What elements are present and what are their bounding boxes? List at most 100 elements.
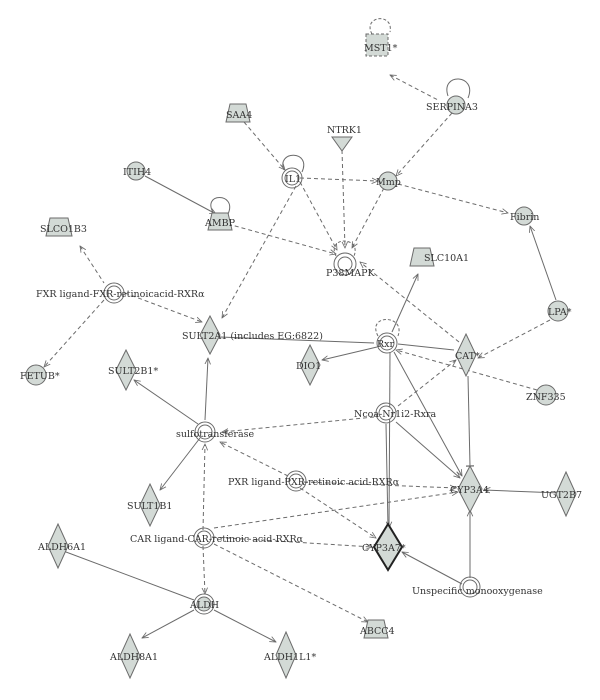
ncoa-outer [375, 402, 397, 424]
ugt2b7-label: UGT2B7 [541, 490, 582, 501]
edge-pxr-sulfotransferase [220, 442, 289, 477]
fxr-outer [103, 282, 125, 304]
edge-ncoa-sulfotransferase [222, 416, 375, 432]
node-fetub[interactable]: FETUB* [20, 364, 60, 386]
node-fxr[interactable]: FXR ligand-FXR-retinoicacid-RXRα [36, 282, 205, 304]
node-monooxygenase[interactable]: Unspecific monooxygenase [412, 576, 543, 598]
node-itih4[interactable]: ITIH4 [123, 161, 151, 181]
edge-sult2a1-rxr [219, 336, 375, 344]
sulfotransferase-outer [194, 421, 216, 443]
edge-cat-ncoa [397, 360, 456, 407]
node-aldh6a1[interactable]: ALDH6A1 [37, 522, 86, 570]
ambp-label: AMBP [204, 218, 236, 229]
node-saa4[interactable]: SAA4 [225, 103, 252, 123]
slco1b3-shape [45, 217, 73, 237]
mmp-label: Mmp [376, 177, 401, 188]
edge-ncoa-cyp3a7 [385, 423, 389, 529]
node-cyp3a7[interactable]: CYP3A7* [362, 522, 406, 572]
cyp3a7-shape [372, 522, 404, 572]
dio1-shape [299, 343, 321, 387]
monooxygenase-label: Unspecific monooxygenase [412, 586, 543, 597]
edge-car-abcc4 [213, 543, 368, 622]
node-p38mapk[interactable]: P38MAPK [326, 240, 375, 279]
edge-pxr-cyp3a4 [303, 481, 456, 488]
node-cat[interactable]: CAT* [455, 332, 480, 378]
node-ambp[interactable]: AMBP [204, 197, 236, 231]
rxr-label: Rxr [377, 339, 395, 350]
cyp3a7-label: CYP3A7* [362, 543, 406, 554]
pxr-label: PXR ligand-PXR-retinoic acid-RXRα [228, 477, 400, 488]
node-sulfotransferase[interactable]: sulfotransferase [176, 421, 255, 443]
edge-aldh-aldh8a1 [142, 609, 195, 638]
fetub-shape [25, 364, 47, 386]
node-mst1[interactable]: MST1* [364, 18, 398, 57]
edge-sulfotransferase-sult2a1 [204, 358, 208, 421]
edge-aldh-aldh1l1 [213, 609, 276, 642]
node-rxr[interactable]: Rxr [375, 319, 400, 354]
cat-label: CAT* [455, 351, 480, 362]
node-lpa[interactable]: LPA* [547, 300, 572, 322]
node-slco1b3[interactable]: SLCO1B3 [40, 217, 87, 237]
node-il1[interactable]: IL1 [281, 154, 305, 189]
sult2b1-label: SULT2B1* [108, 366, 158, 377]
abcc4-label: ABCC4 [359, 626, 395, 637]
node-pxr[interactable]: PXR ligand-PXR-retinoic acid-RXRα [228, 470, 400, 492]
fibrin-label: Fibrin [510, 212, 539, 223]
saa4-shape [225, 103, 251, 123]
node-abcc4[interactable]: ABCC4 [359, 619, 395, 639]
slco1b3-label: SLCO1B3 [40, 224, 87, 235]
dio1-label: DIO1 [296, 361, 321, 372]
node-ncoa[interactable]: Ncoa-Nr1i2-Rxra [354, 402, 436, 424]
node-car[interactable]: CAR ligand-CAR-retinoic acid-RXRα [130, 527, 304, 549]
ntrk1-shape [331, 136, 353, 152]
edge-rxr-dio1 [322, 346, 378, 360]
node-dio1[interactable]: DIO1 [296, 343, 321, 387]
rxr-inner [379, 335, 395, 351]
il1-inner [284, 170, 300, 186]
node-sult2b1[interactable]: SULT2B1* [108, 348, 158, 392]
aldh6a1-shape [47, 522, 69, 570]
edge-il1-mmp [299, 177, 378, 181]
fxr-label: FXR ligand-FXR-retinoicacid-RXRα [36, 289, 205, 300]
node-serpina3[interactable]: SERPINA3 [426, 78, 478, 115]
node-znf335[interactable]: ZNF335 [526, 384, 566, 406]
node-mmp[interactable]: Mmp [376, 171, 401, 191]
nodes: MST1* SERPINA3 SAA4 NTRK1 ITIH4 IL [20, 18, 582, 680]
node-aldh1l1[interactable]: ALDH1L1* [263, 630, 316, 680]
cat-shape [455, 332, 477, 378]
monooxygenase-outer [459, 576, 481, 598]
node-cyp3a4[interactable]: CYP3A4 [450, 464, 489, 514]
node-slc10a1[interactable]: SLC10A1 [409, 247, 469, 267]
edge-mst1-serpina3 [390, 75, 439, 101]
node-aldh[interactable]: ALDH [189, 593, 219, 615]
aldh8a1-label: ALDH8A1 [109, 652, 158, 663]
edge-cat-p38mapk [360, 262, 460, 343]
edge-mmp-fibrin [397, 183, 508, 213]
aldh6a1-label: ALDH6A1 [37, 542, 86, 553]
sult1b1-label: SULT1B1 [127, 501, 172, 512]
node-ntrk1[interactable]: NTRK1 [327, 125, 362, 152]
node-sult2a1[interactable]: SULT2A1 (includes EG:6822) [182, 314, 323, 356]
abcc4-shape [363, 619, 389, 639]
edge-car-cyp3a4 [213, 492, 458, 529]
aldh-outer [193, 593, 215, 615]
edge-car-cyp3a7 [211, 536, 372, 547]
node-aldh8a1[interactable]: ALDH8A1 [109, 632, 158, 680]
edge-lpa-fibrin [530, 226, 557, 301]
node-fibrin[interactable]: Fibrin [510, 206, 539, 226]
lpa-shape [547, 300, 569, 322]
sult2a1-shape [199, 314, 221, 356]
node-ugt2b7[interactable]: UGT2B7 [541, 470, 582, 518]
itih4-shape [126, 161, 146, 181]
node-sult1b1[interactable]: SULT1B1 [127, 482, 172, 528]
serpina3-shape [446, 95, 466, 115]
edge-car-aldh [203, 545, 205, 594]
edges [44, 75, 561, 642]
edge-rxr-slc10a1 [391, 274, 419, 333]
monooxygenase-inner [462, 579, 478, 595]
serpina3-label: SERPINA3 [426, 102, 478, 113]
edge-ambp-p38mapk [227, 223, 336, 254]
car-outer [193, 527, 215, 549]
znf335-label: ZNF335 [526, 392, 566, 403]
sult2b1-shape [115, 348, 137, 392]
